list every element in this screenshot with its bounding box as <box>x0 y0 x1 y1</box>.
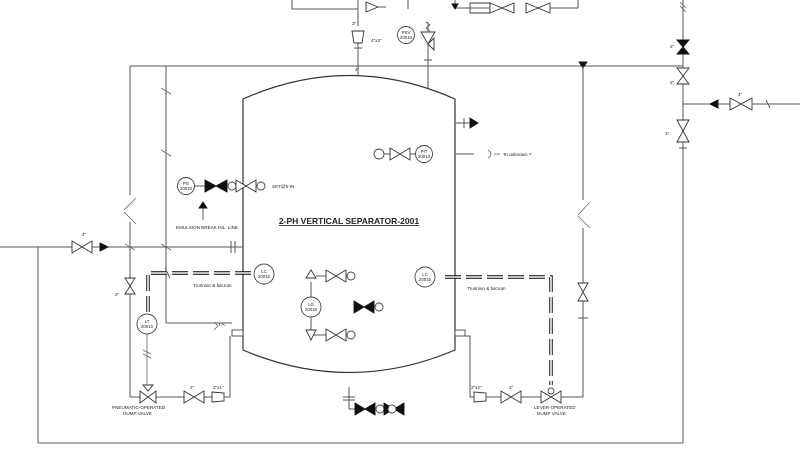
psv-assembly: PSV 20010 <box>397 21 436 66</box>
lg-assembly: LG 20010 <box>300 269 384 342</box>
vessel-title: 2-PH VERTICAL SEPARATOR-2001 <box>279 216 419 226</box>
nozzle <box>231 329 244 337</box>
note-label: To unknown ? <box>503 152 532 157</box>
inlet-piping: 4" 2" <box>0 66 683 444</box>
instrument-tag: PSV <box>402 30 411 35</box>
lc-left: LC 20010 Trunnion & fulcrum <box>146 263 275 312</box>
size-label: 2" <box>115 292 120 297</box>
separator-vessel: 2-PH VERTICAL SEPARATOR-2001 <box>242 74 456 374</box>
size-label: 3" <box>352 21 357 26</box>
top-piping <box>291 0 687 40</box>
size-label: 4"x2" <box>371 38 382 43</box>
outlet-reducer: 3" 4"x2" <box>351 21 382 66</box>
instrument-psv <box>397 26 415 44</box>
instrument-tag: PIT <box>421 149 428 154</box>
note-label: DUMP VALVE <box>537 411 566 416</box>
note-label: PNEUMATIC-OPERATED <box>112 405 166 410</box>
pit-assembly: PIT 20010 To unknown ? <box>373 117 532 163</box>
bottom-drain <box>343 387 405 416</box>
lt-assembly: LT 20010 I.A. <box>136 313 244 385</box>
size-label: 2"x2" <box>471 385 482 390</box>
gate-valve <box>489 2 504 14</box>
instrument-number: 20010 <box>419 277 432 282</box>
note-label: Trunnion & fulcrum <box>193 283 232 288</box>
instrument-tag: PG <box>183 181 190 186</box>
instrument-pit <box>415 145 433 163</box>
note-label: DUMP VALVE <box>123 411 152 416</box>
size-label: 4" <box>738 92 743 97</box>
note-label: Trunnion & fulcrum <box>467 286 506 291</box>
pneumatic-dump: 2" 2"x1" PNEUMATIC-OPERATED DUMP VALVE <box>112 300 231 416</box>
instrument-number: 20010 <box>141 324 154 329</box>
gauge-connection <box>373 148 385 160</box>
instrument-number: 20010 <box>305 307 318 312</box>
instrument-tag: LC <box>261 269 267 274</box>
instrument-number: 20010 <box>400 35 413 40</box>
instrument-lc-right <box>414 266 436 288</box>
instrument-number: 20010 <box>418 154 431 159</box>
size-label: 2"x1" <box>213 385 224 390</box>
lc-right: LC 20010 Trunnion & fulcrum 2" 2"x2" LEV… <box>414 66 591 416</box>
right-piping: 2" 2" 4" 1" <box>665 39 800 443</box>
instrument-number: 20010 <box>258 274 271 279</box>
nozzle <box>454 329 466 337</box>
size-label: 2" <box>670 44 675 49</box>
note-label: SET@5-IN <box>272 184 294 189</box>
instrument-tag: LT <box>145 319 150 324</box>
size-label: 2" <box>190 385 195 390</box>
check-valve <box>365 1 380 13</box>
instrument-pg <box>177 177 195 195</box>
instrument-tag: LC <box>422 272 428 277</box>
instrument-number: 20010 <box>180 186 193 191</box>
instrument-tag: LG <box>308 302 314 307</box>
size-label: 4" <box>82 232 87 237</box>
size-label: 2" <box>509 385 514 390</box>
instrument-lc-left <box>253 263 275 285</box>
note-label: I.A. <box>219 322 226 327</box>
vessel-shell <box>242 74 456 374</box>
note-label: LEVER-OPERATED <box>534 405 576 410</box>
pg-assembly: PG 20010 SET@5-IN EMULSION BREAK INL. LI… <box>176 177 294 230</box>
note-label: EMULSION BREAK INL. LINE <box>176 225 238 230</box>
size-label: 4" <box>355 67 360 72</box>
size-label: 2" <box>670 80 675 85</box>
size-label: 1" <box>665 131 670 136</box>
